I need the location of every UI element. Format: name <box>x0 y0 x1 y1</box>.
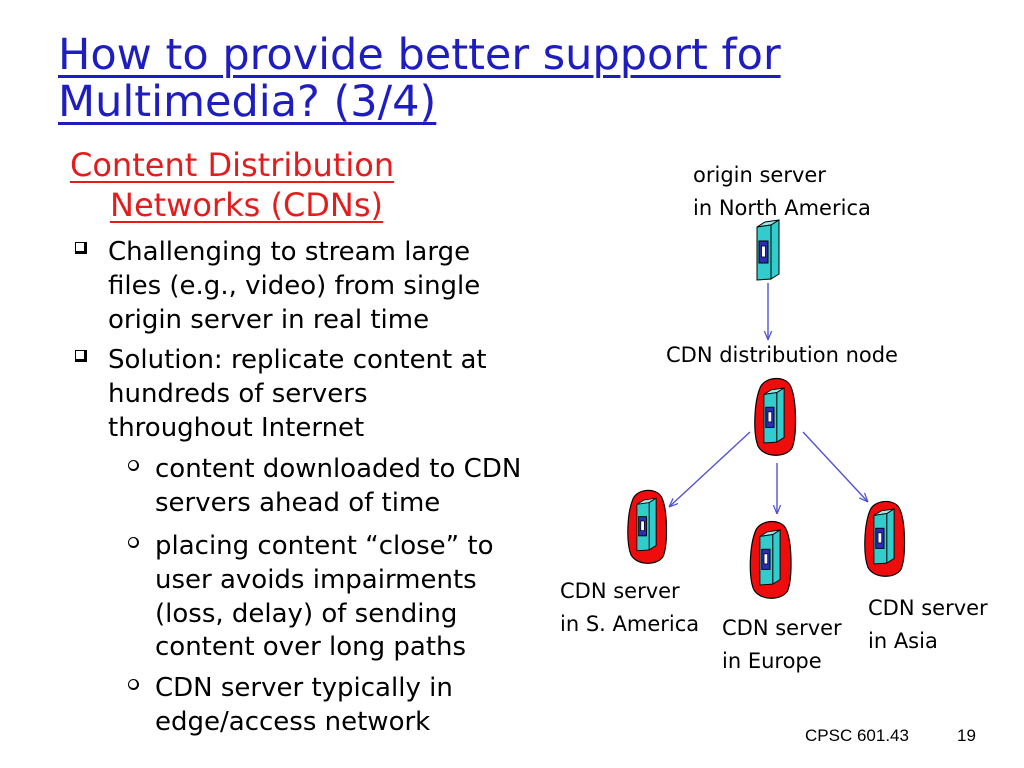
cdn-server-s-america-label-line-1: CDN server <box>560 579 680 603</box>
title-line-1: How to provide better support for <box>58 30 781 80</box>
server-icon <box>763 387 785 444</box>
bullet-1-line-2: files (e.g., video) from single <box>108 271 481 301</box>
distribution-node <box>754 377 797 456</box>
bullet-1-line-1: Challenging to stream large <box>108 237 471 267</box>
cdn-server-asia-label-line-1: CDN server <box>868 596 988 620</box>
sub-bullet-3-line-2: edge/access network <box>155 707 431 737</box>
cdn-server-europe <box>749 520 792 599</box>
server-icon <box>759 529 781 586</box>
origin-server-label-line-1: origin server <box>693 163 826 187</box>
sub-bullet-2-line-4: content over long paths <box>155 632 467 662</box>
circle-bullet-icon <box>128 537 139 548</box>
arrow-distribution-to-asia <box>802 431 868 502</box>
square-bullet-icon <box>75 242 87 254</box>
footer-page-number: 19 <box>957 726 976 745</box>
title-line-2: Multimedia? (3/4) <box>58 77 437 127</box>
sub-bullet-1-line-1: content downloaded to CDN <box>155 454 522 484</box>
bullet-1-line-3: origin server in real time <box>108 305 430 335</box>
footer-course: CPSC 601.43 <box>805 726 909 745</box>
bullet-2-line-1: Solution: replicate content at <box>108 345 487 375</box>
cdn-server-asia-label-line-2: in Asia <box>868 629 938 653</box>
sub-bullet-3-line-1: CDN server typically in <box>155 673 453 703</box>
sub-bullet-1-line-2: servers ahead of time <box>155 488 441 518</box>
cdn-server-s-america-label-line-2: in S. America <box>560 612 700 636</box>
subtitle-line-1: Content Distribution <box>70 146 395 184</box>
distribution-node-label: CDN distribution node <box>666 343 898 367</box>
cdn-server-s-america <box>627 489 668 564</box>
square-bullet-icon <box>75 350 87 362</box>
server-icon <box>756 219 780 281</box>
subtitle-line-2: Networks (CDNs) <box>110 186 384 224</box>
circle-bullet-icon <box>128 679 139 690</box>
bullet-2-line-3: throughout Internet <box>108 413 365 443</box>
origin-server-label-line-2: in North America <box>693 196 871 220</box>
cdn-server-europe-label-line-2: in Europe <box>722 649 822 673</box>
server-icon <box>873 508 895 565</box>
cdn-server-europe-label-line-1: CDN server <box>722 616 842 640</box>
sub-bullet-2-line-1: placing content “close” to <box>155 531 494 561</box>
sub-bullet-2-line-3: (loss, delay) of sending <box>155 599 458 629</box>
circle-bullet-icon <box>128 460 139 471</box>
origin-server <box>756 219 780 281</box>
arrow-distribution-to-s-america <box>669 431 751 507</box>
bullet-2-line-2: hundreds of servers <box>108 379 368 409</box>
sub-bullet-2-line-2: user avoids impairments <box>155 565 477 595</box>
cdn-server-asia <box>864 500 906 577</box>
server-icon <box>636 497 657 552</box>
